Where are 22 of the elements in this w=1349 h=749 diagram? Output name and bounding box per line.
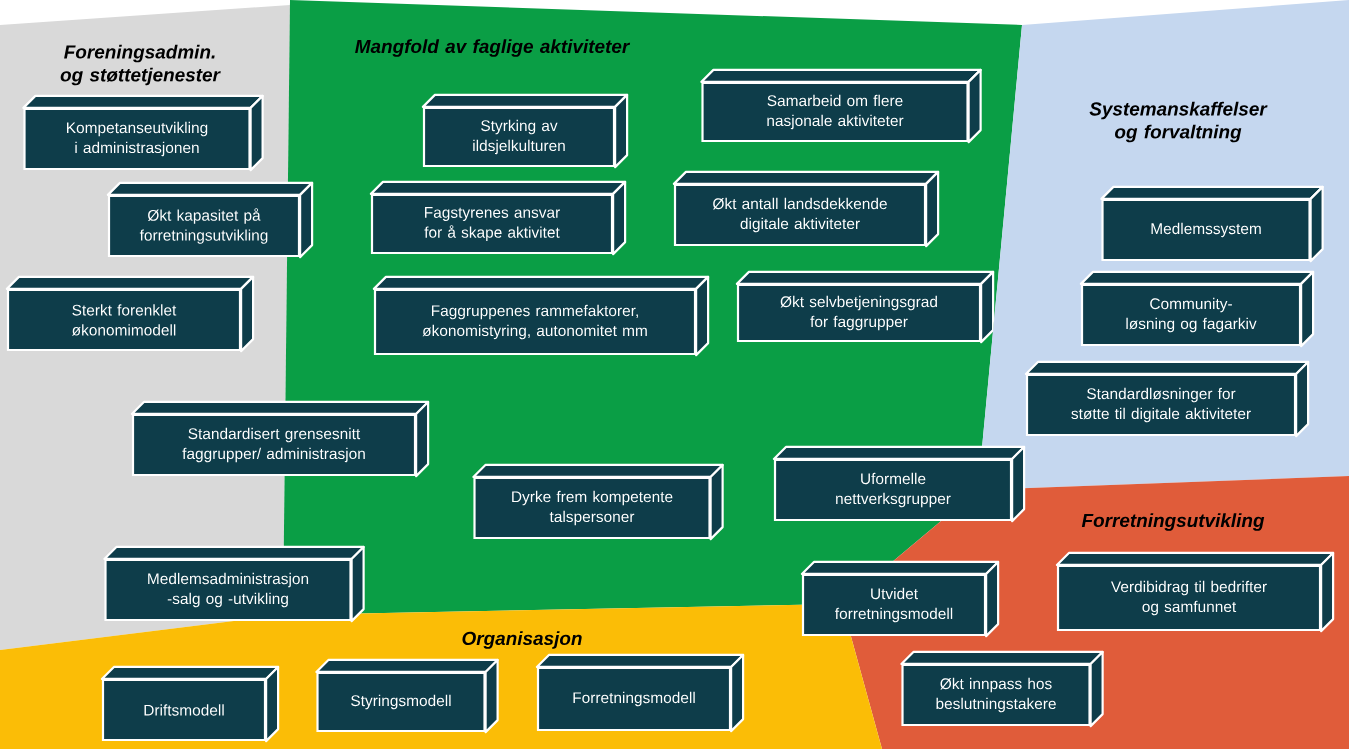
block-box: Utvidet forretningsmodell [800, 560, 1000, 638]
block-box: Dyrke frem kompetente talspersoner [472, 463, 724, 541]
block-box: Driftsmodell [100, 665, 280, 743]
block-box: Økt antall landsdekkende digitale aktiviteter [672, 170, 940, 248]
block-box: Styringsmodell [315, 658, 499, 734]
block-box: Kompetanseutvikling i administrasjonen [22, 94, 264, 172]
block-box: Sterkt forenklet økonomimodell [5, 275, 255, 353]
block-box: Verdibidrag til bedrifter og samfunnet [1055, 551, 1335, 633]
block-box: Forretningsmodell [535, 653, 745, 733]
block-box: Medlemssystem [1100, 185, 1324, 263]
block-box: Standardløsninger for støtte til digitale aktiviteter [1024, 360, 1310, 438]
block-box: Fagstyrenes ansvar for å skape aktivitet [369, 180, 627, 256]
block-box: Økt selvbetjeningsgrad for faggrupper [735, 270, 995, 344]
block-box: Community-løsning og fagarkiv [1079, 270, 1315, 348]
block-box: Standardisert grensesnitt faggrupper/ administrasjon [130, 400, 430, 478]
block-box: Økt innpass hos beslutningstakere [900, 650, 1104, 728]
block-box: Uformelle nettverksgrupper [772, 445, 1026, 523]
block-box: Styrking av ildsjelkulturen [421, 93, 629, 169]
block-box: Medlemsadministrasjon -salg og -utvikling [103, 545, 365, 623]
block-box: Samarbeid om flere nasjonale aktiviteter [700, 68, 982, 144]
block-box: Økt kapasitet på forretningsutvikling [106, 181, 314, 259]
block-box: Faggruppenes rammefaktorer, økonomistyring, autonomitet mm [372, 275, 710, 357]
